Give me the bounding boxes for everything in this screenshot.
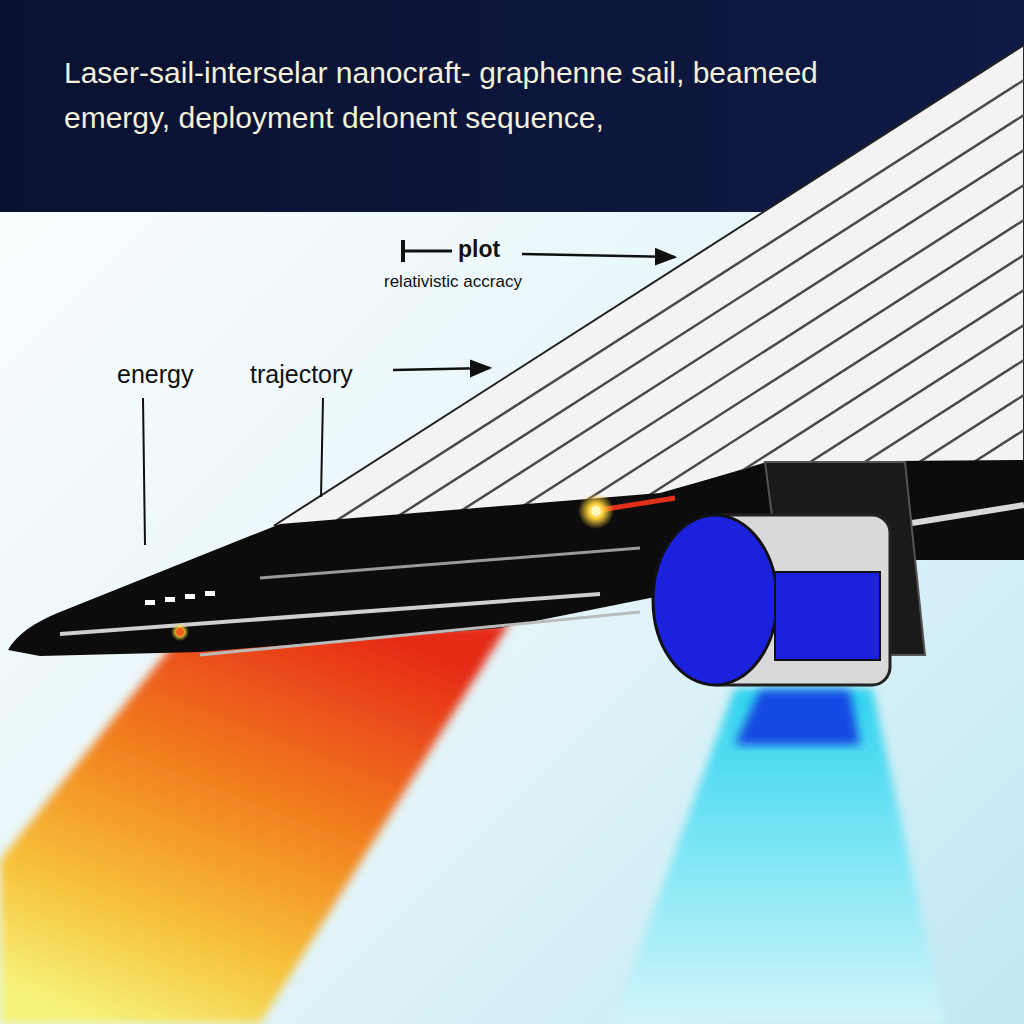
leader-line	[321, 398, 323, 497]
glow-point	[578, 493, 614, 529]
leader-line	[403, 250, 452, 253]
callout-label: plot	[458, 236, 500, 264]
leader-arrow	[522, 254, 675, 257]
leader-arrow	[393, 368, 490, 370]
hull-rail	[60, 594, 600, 634]
hull-rail	[900, 505, 1024, 525]
emitter-lens	[653, 515, 777, 685]
energy-beam	[612, 688, 945, 1024]
hull-rail	[200, 612, 640, 655]
callout-label: trajectory	[250, 359, 353, 389]
title: Laser-sail-interselar nanocraft- graphen…	[64, 50, 844, 140]
vents	[145, 591, 215, 605]
beam-core	[735, 690, 860, 745]
callout-note: relativistic accracy	[384, 272, 522, 292]
laser-beam	[0, 622, 510, 1024]
emitter-panel	[775, 572, 880, 660]
callout-label: energy	[117, 359, 193, 389]
leader-line	[143, 398, 145, 545]
glow-point	[171, 623, 189, 641]
glow-point	[176, 628, 184, 636]
hull-rail	[260, 548, 640, 578]
glow-point	[591, 506, 601, 516]
